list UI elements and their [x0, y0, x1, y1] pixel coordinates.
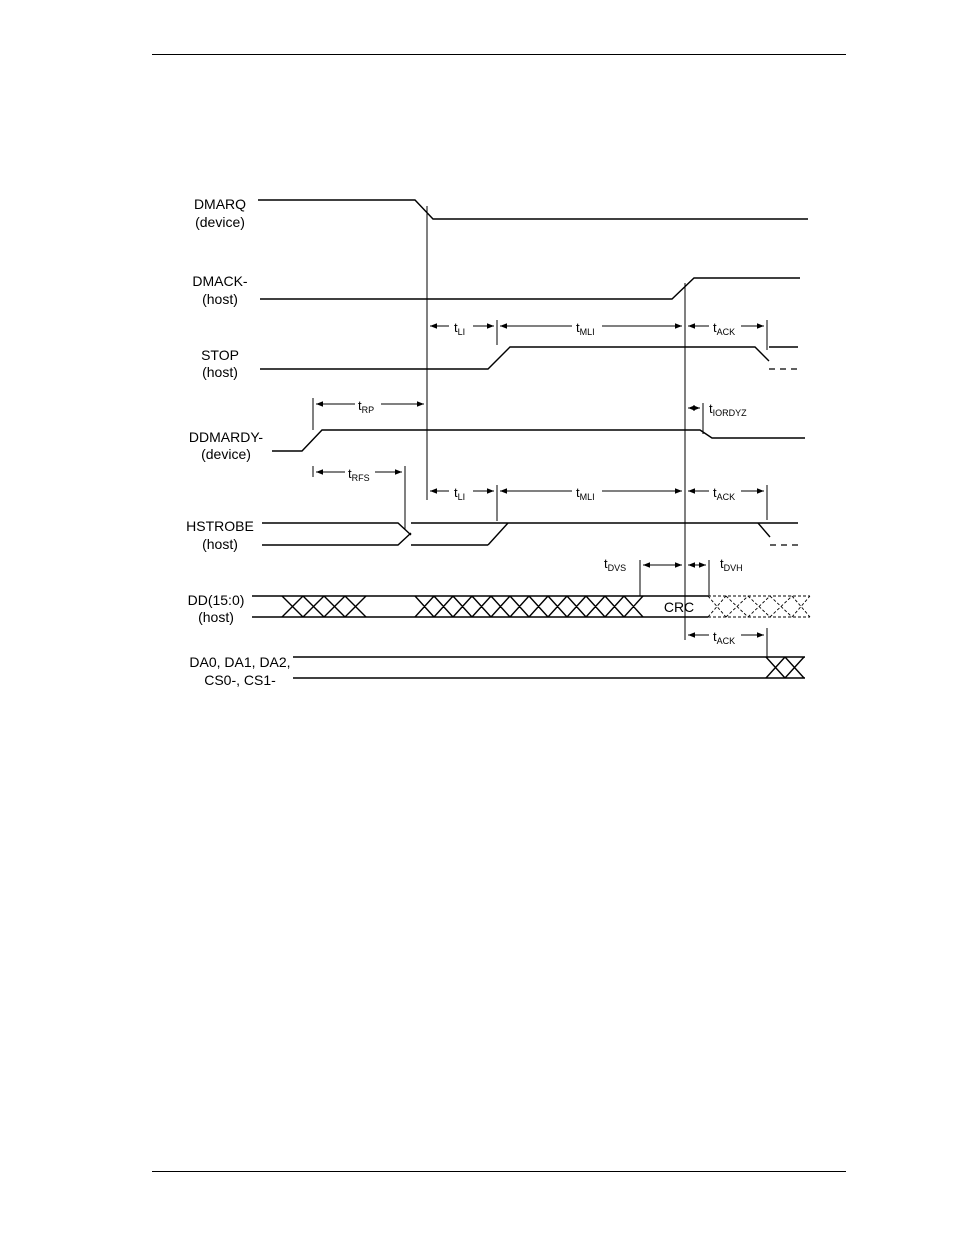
- dmack-waveform: [260, 277, 800, 300]
- waveforms: CRC: [252, 199, 811, 679]
- tack-label-1: tACK: [713, 320, 735, 337]
- trp-label: tRP: [358, 398, 374, 415]
- ddmardy-waveform: [272, 429, 805, 452]
- da-label: DA0, DA1, DA2,: [189, 654, 290, 670]
- tmli-label-1: tMLI: [576, 320, 595, 337]
- trp-label-bg: [355, 396, 381, 414]
- ddmardy-label: DDMARDY-: [189, 429, 263, 445]
- tack-label-3: tACK: [713, 629, 735, 646]
- tack-label-2: tACK: [713, 485, 735, 502]
- dd-dashed-crossings: [707, 595, 811, 618]
- stop-source: (host): [202, 364, 238, 380]
- hstrobe-upper-rail: [262, 522, 412, 536]
- dmarq-waveform: [258, 199, 808, 220]
- tack-label-bg-3: [709, 627, 741, 645]
- dd-bus: CRC: [252, 595, 811, 618]
- ddmardy-source: (device): [201, 446, 251, 462]
- da-bus: [293, 656, 805, 679]
- footer-rule: [152, 1171, 846, 1172]
- tli-label-2: tLI: [454, 485, 465, 502]
- dimension-extension-ticks: [312, 320, 768, 657]
- tli-label-bg-2: [449, 483, 473, 501]
- hstrobe-source: (host): [202, 536, 238, 552]
- dd-crossings-group-2: [414, 595, 644, 618]
- tiordyz-label: tIORDYZ: [709, 401, 747, 418]
- dd-source: (host): [198, 609, 234, 625]
- tack-label-bg-1: [709, 318, 741, 336]
- hstrobe-lower-rail: [262, 532, 412, 546]
- signal-labels: DMARQ (device) DMACK- (host) STOP (host)…: [186, 196, 290, 688]
- hstrobe-fall: [757, 522, 771, 538]
- dd-crossings-group-1: [281, 595, 367, 618]
- tmli-label-bg-1: [572, 318, 602, 336]
- tdvs-label: tDVS: [604, 556, 626, 573]
- trfs-label-bg: [345, 464, 375, 482]
- stop-label: STOP: [201, 347, 239, 363]
- da-source: CS0-, CS1-: [204, 672, 276, 688]
- tack-label-bg-2: [709, 483, 741, 501]
- stop-waveform: [260, 346, 770, 370]
- tli-label-bg-1: [449, 318, 473, 336]
- reference-lines: [426, 206, 686, 640]
- dmarq-label: DMARQ: [194, 196, 246, 212]
- da-crossings: [765, 656, 805, 679]
- dmarq-source: (device): [195, 214, 245, 230]
- tmli-label-2: tMLI: [576, 485, 595, 502]
- tdvh-label: tDVH: [720, 556, 743, 573]
- dmack-source: (host): [202, 291, 238, 307]
- hstrobe-label: HSTROBE: [186, 518, 254, 534]
- tli-label-1: tLI: [454, 320, 465, 337]
- tmli-label-bg-2: [572, 483, 602, 501]
- trfs-label: tRFS: [348, 466, 370, 483]
- hstrobe-rise: [487, 522, 509, 546]
- header-rule: [152, 54, 846, 55]
- crc-label: CRC: [664, 599, 694, 615]
- dd-label: DD(15:0): [188, 592, 245, 608]
- dmack-label: DMACK-: [192, 273, 248, 289]
- timing-dimensions: tLI tMLI tACK tRP tIORDYZ tRFS tLI tMLI …: [312, 318, 768, 657]
